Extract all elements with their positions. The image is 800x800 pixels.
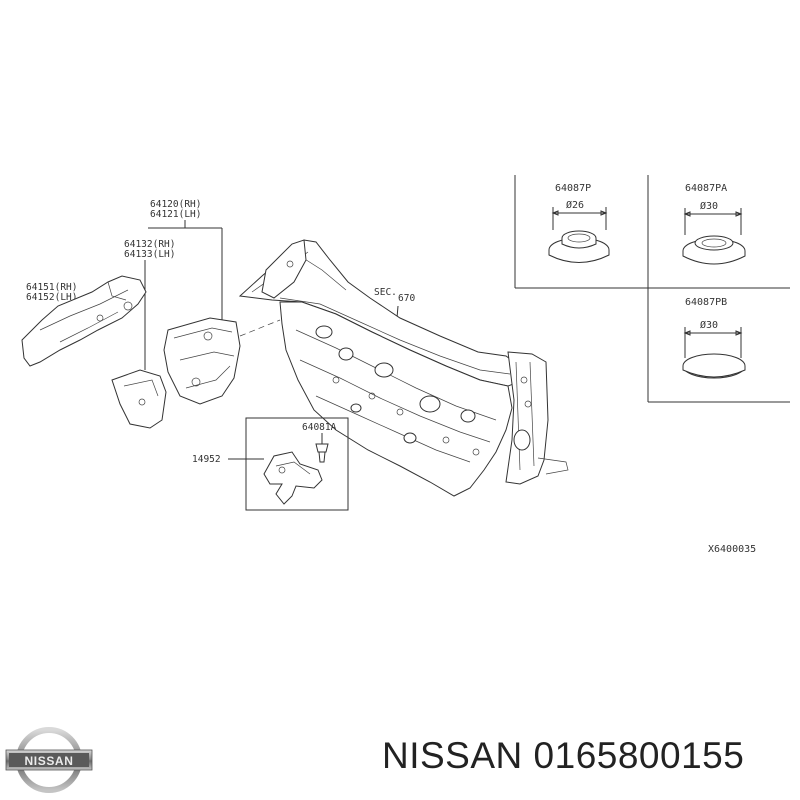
label-64087pa: 64087PA — [685, 183, 727, 194]
dash-panel-assembly: SEC. 670 — [238, 239, 569, 497]
label-64121: 64121(LH) — [150, 209, 201, 220]
part-64120 — [163, 317, 241, 405]
dimension-26-label: Ø26 — [566, 199, 584, 211]
reference-code: X6400035 — [708, 544, 756, 555]
dimension-30-b: Ø30 — [683, 319, 743, 358]
logo-text: NISSAN — [25, 754, 74, 768]
label-sec: SEC. — [374, 287, 397, 298]
label-64087p: 64087P — [555, 183, 591, 194]
label-14952: 14952 — [192, 454, 221, 465]
label-64132: 64132(RH) — [124, 239, 175, 250]
label-64120: 64120(RH) — [150, 199, 201, 210]
dimension-30-a-label: Ø30 — [700, 200, 718, 212]
grommet-insets: 64087P 64087PA 64087PB Ø26 Ø30 — [514, 175, 790, 403]
label-64087pb: 64087PB — [685, 297, 727, 308]
label-64152: 64152(LH) — [26, 292, 77, 303]
dimension-30-a: Ø30 — [683, 200, 743, 235]
label-64133: 64133(LH) — [124, 249, 175, 260]
part-64132 — [111, 369, 167, 429]
left-parts-labels: 64120(RH) 64121(LH) 64132(RH) 64133(LH) … — [26, 199, 223, 370]
part-64151 — [21, 275, 147, 367]
grommet-64087pa — [682, 235, 746, 265]
plug-64087pb — [682, 353, 746, 379]
dimension-26: Ø26 — [551, 199, 608, 230]
label-64081a: 64081A — [302, 422, 337, 433]
grommet-64087p — [548, 230, 610, 263]
inset-14952: 14952 64081A — [192, 417, 349, 511]
page-title: NISSAN 0165800155 — [382, 735, 745, 776]
nissan-logo: NISSAN — [5, 727, 93, 793]
dimension-30-b-label: Ø30 — [700, 319, 718, 331]
label-sec-670: 670 — [398, 293, 415, 304]
label-64151: 64151(RH) — [26, 282, 77, 293]
